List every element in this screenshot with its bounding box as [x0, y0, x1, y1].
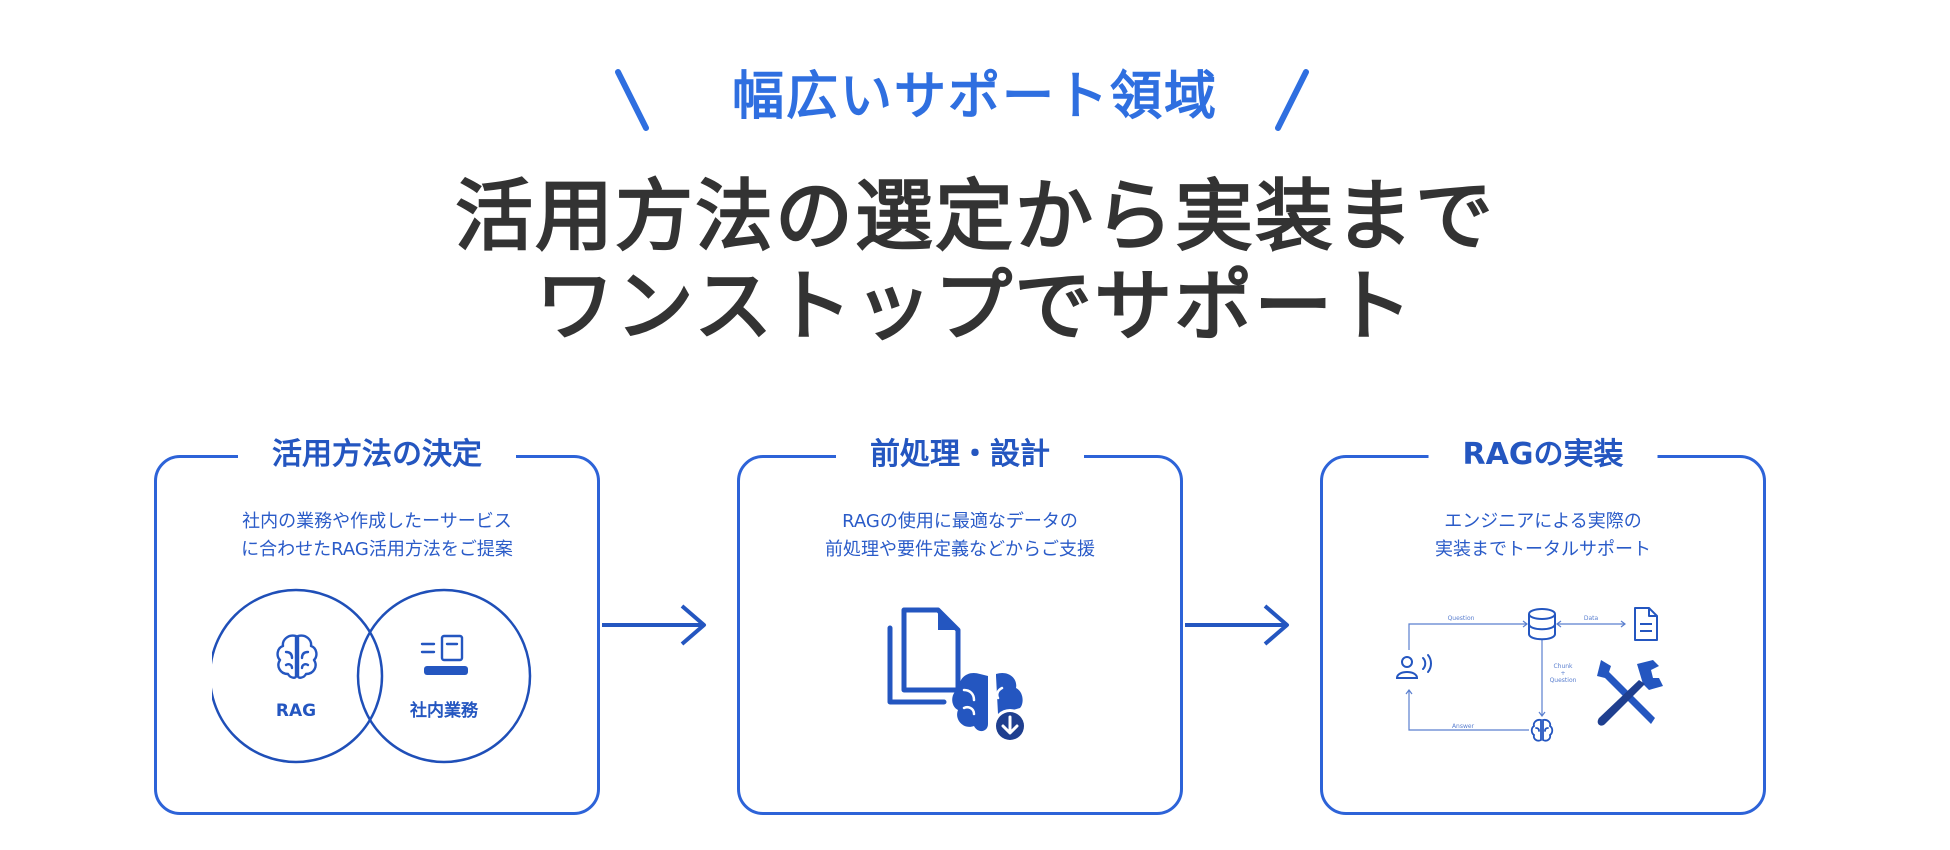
user-voice-icon: [1395, 654, 1432, 679]
eyebrow-title: 幅広いサポート領域: [731, 67, 1218, 127]
step-title: 活用方法の決定: [238, 432, 516, 478]
headline-line-2: ワンストップでサポート: [535, 262, 1415, 352]
right-slash-decoration: [1275, 69, 1309, 131]
database-icon: [1528, 608, 1556, 641]
step-description: RAGの使用に最適なデータの 前処理や要件定義などからご支援: [740, 508, 1180, 564]
flow-label-plus: +: [1560, 670, 1565, 677]
step-description-line-1: RAGの使用に最適なデータの: [842, 511, 1078, 532]
venn-circle-rag: [212, 588, 384, 764]
step-card-rag-implementation: RAGの実装 エンジニアによる実際の 実装までトータルサポート Question…: [1320, 432, 1766, 815]
flow-lines: [1405, 620, 1626, 731]
step-description-line-2: 実装までトータルサポート: [1435, 539, 1651, 560]
rag-flow-diagram: Question Data Chunk + Question Answer: [1395, 607, 1663, 742]
step-card-usage-decision: 活用方法の決定 社内の業務や作成したーサービス に合わせたRAG活用方法をご提案…: [154, 432, 600, 815]
venn-label-business: 社内業務: [409, 700, 479, 721]
step-description: エンジニアによる実際の 実装までトータルサポート: [1323, 508, 1763, 564]
eyebrow-group: 幅広いサポート領域: [0, 62, 1950, 142]
step-description-line-2: に合わせたRAG活用方法をご提案: [241, 539, 513, 560]
venn-label-rag: RAG: [276, 701, 316, 721]
tools-icon: [1597, 660, 1663, 726]
step-title: 前処理・設計: [836, 432, 1084, 478]
venn-diagram: RAG 社内業務: [212, 588, 532, 764]
document-list-icon: [420, 634, 468, 675]
brain-icon: [1530, 718, 1554, 742]
copy-documents-icon: [887, 607, 961, 705]
file-icon: [1634, 607, 1658, 641]
brain-icon: [276, 634, 318, 679]
step-description-line-1: 社内の業務や作成したーサービス: [242, 511, 512, 532]
arrow-right-icon: [602, 604, 706, 646]
step-description-line-2: 前処理や要件定義などからご支援: [825, 539, 1095, 560]
preprocessing-illustration: [887, 607, 1027, 743]
step-card-preprocessing: 前処理・設計 RAGの使用に最適なデータの 前処理や要件定義などからご支援: [737, 432, 1183, 815]
flow-label-question: Question: [1448, 615, 1475, 622]
flow-label-data: Data: [1584, 615, 1599, 622]
step-title: RAGの実装: [1428, 432, 1658, 478]
arrow-right-icon: [1185, 604, 1289, 646]
flow-label-answer: Answer: [1452, 723, 1475, 730]
left-slash-decoration: [615, 69, 649, 131]
venn-circle-business: [356, 588, 532, 764]
flow-label-chunk: Chunk: [1553, 663, 1573, 670]
step-description: 社内の業務や作成したーサービス に合わせたRAG活用方法をご提案: [157, 508, 597, 564]
step-description-line-1: エンジニアによる実際の: [1444, 511, 1642, 532]
flow-label-question-2: Question: [1550, 677, 1577, 684]
headline-line-1: 活用方法の選定から実装まで: [454, 172, 1495, 262]
brain-download-icon: [952, 672, 1027, 743]
